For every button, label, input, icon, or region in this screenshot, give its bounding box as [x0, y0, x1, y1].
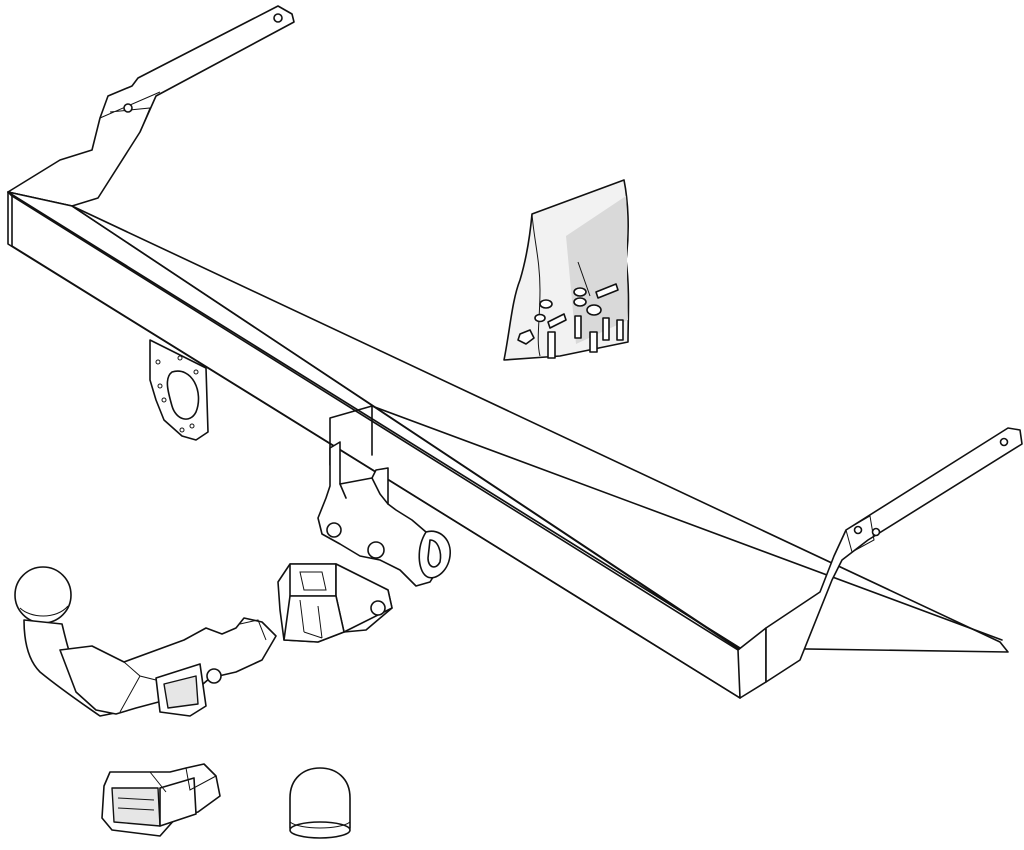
lock-block-icon — [277, 563, 393, 643]
retaining-clip-icon — [101, 763, 221, 837]
receiver-bracket-icon — [317, 441, 451, 587]
socket-mounting-plate-icon — [149, 339, 209, 441]
tow-ball-neck-icon — [14, 566, 277, 717]
bolt-bag-icon — [503, 179, 630, 361]
ball-cover-cap-icon — [289, 767, 351, 839]
tow-bar-crossbeam-icon — [7, 5, 1023, 699]
